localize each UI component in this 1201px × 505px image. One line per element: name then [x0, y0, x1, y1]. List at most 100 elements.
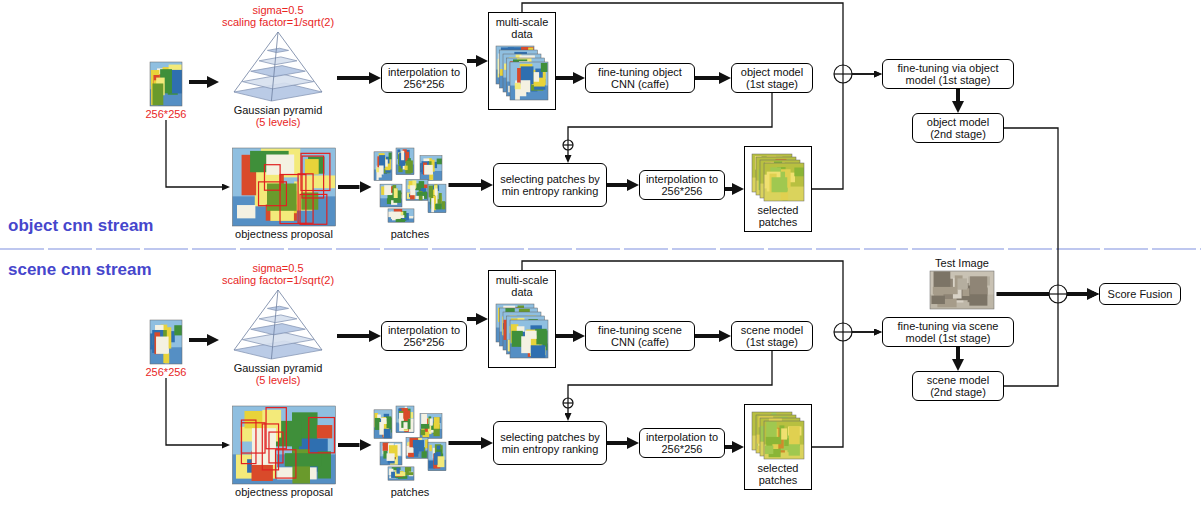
photo-frame: [428, 442, 446, 471]
rounded-box: interpolation to 256*256: [639, 170, 725, 200]
photo-detail: [396, 219, 405, 222]
photo-frame: [406, 437, 428, 458]
flow-arrow: [449, 183, 482, 187]
proposal-box: [241, 420, 256, 464]
photo: [388, 467, 414, 480]
photo-detail: [384, 185, 391, 195]
merge-circle: [834, 323, 852, 341]
photo-frame: [233, 406, 336, 484]
photo: [374, 152, 392, 181]
photo: [420, 156, 442, 181]
photo-detail: [535, 329, 547, 345]
photo: [428, 442, 446, 471]
photo-detail: [385, 159, 388, 166]
node-text: interpolation to 256*256: [644, 431, 720, 455]
picture-slot: [233, 406, 336, 484]
photo: [420, 414, 442, 439]
photo-detail: [267, 183, 297, 210]
illustration: [930, 271, 994, 309]
illustration: [234, 32, 322, 101]
flow-arrow: [522, 261, 874, 332]
photo-detail: [379, 165, 384, 174]
picture-slot: [374, 406, 446, 484]
photo-detail: [766, 437, 782, 444]
photo-ground: [233, 406, 336, 484]
photo-detail: [409, 216, 413, 218]
photo-ground: [420, 156, 442, 181]
pyramid-edge: [278, 32, 322, 92]
photo-detail: [401, 151, 404, 160]
picture-slot: [232, 288, 324, 360]
picture-slot: [374, 148, 446, 226]
photo-detail: [389, 153, 392, 160]
picture-slot: [494, 42, 550, 104]
photo-frame: [764, 421, 804, 459]
merge-symbol: [834, 323, 852, 341]
flow-arrow: [189, 80, 207, 84]
photo-frame: [374, 152, 392, 181]
flow-arrow: [997, 292, 1088, 296]
proposal-box: [302, 156, 324, 198]
photo-ground: [428, 442, 446, 471]
section-label: scene cnn stream: [8, 260, 152, 280]
merge-symbol: [834, 65, 852, 83]
node-text: Gaussian pyramid: [234, 104, 323, 116]
pyramid-edge: [234, 290, 278, 350]
photo: [380, 442, 402, 465]
photo-detail: [525, 331, 537, 339]
pyramid-edge: [234, 32, 278, 92]
photo-detail: [305, 159, 319, 174]
rounded-box: interpolation to 256*256: [639, 428, 725, 458]
illustration: [150, 62, 182, 106]
flow-arrow: [725, 445, 732, 449]
photo-detail: [541, 63, 548, 72]
picture-slot: [233, 148, 336, 226]
node-text: fine-tuning via scene model (1st stage): [887, 320, 1009, 344]
group-box: multi-scale data: [488, 12, 556, 110]
photo-detail: [794, 168, 804, 177]
photo-ground: [930, 271, 994, 309]
picture-node: objectness proposal: [230, 146, 338, 240]
picture-slot: [930, 271, 994, 309]
node-text: object model (2nd stage): [917, 116, 999, 140]
photo-detail: [781, 428, 787, 439]
photo-detail: [772, 177, 788, 192]
node-text: fine-tuning via object model (1st stage): [887, 62, 1009, 86]
flow-arrow: [607, 183, 627, 187]
flow-arrow: [467, 59, 476, 63]
photo-detail: [413, 447, 419, 457]
photo-detail: [424, 165, 433, 175]
pyramid-layer: [242, 74, 313, 89]
photo-frame: [930, 271, 994, 309]
node-text: Gaussian pyramid: [234, 362, 323, 374]
photo-detail: [391, 212, 401, 219]
proposal-box: [280, 175, 306, 224]
photo-detail: [429, 174, 433, 180]
pyramid-edge: [271, 290, 278, 359]
node-text: (5 levels): [256, 374, 301, 386]
flow-arrow: [695, 76, 719, 80]
flow-arrow: [556, 76, 573, 80]
pyramid-edge: [271, 32, 278, 101]
picture-slot: [150, 320, 182, 364]
flow-arrow: [337, 76, 369, 80]
photo-detail: [408, 453, 414, 457]
photo-ground: [388, 209, 414, 222]
pyramid-layer: [242, 332, 313, 347]
photo-ground: [764, 421, 804, 459]
photo-frame: [380, 442, 402, 465]
photo-ground: [150, 62, 182, 106]
flow-arrow: [189, 338, 207, 342]
node-text: fine-tuning scene CNN (caffe): [590, 324, 690, 348]
photo-ground: [380, 184, 402, 207]
rounded-box: object model (1st stage): [731, 63, 813, 93]
flow-arrow: [725, 187, 732, 191]
rounded-box: interpolation to 256*256: [381, 321, 467, 351]
section-label: object cnn stream: [8, 216, 154, 236]
photo-detail: [533, 72, 539, 82]
proposal-box: [300, 194, 327, 224]
flow-arrow: [607, 441, 627, 445]
flow-arrow: [695, 334, 719, 338]
photo-detail: [434, 453, 438, 465]
photo: [510, 62, 548, 100]
